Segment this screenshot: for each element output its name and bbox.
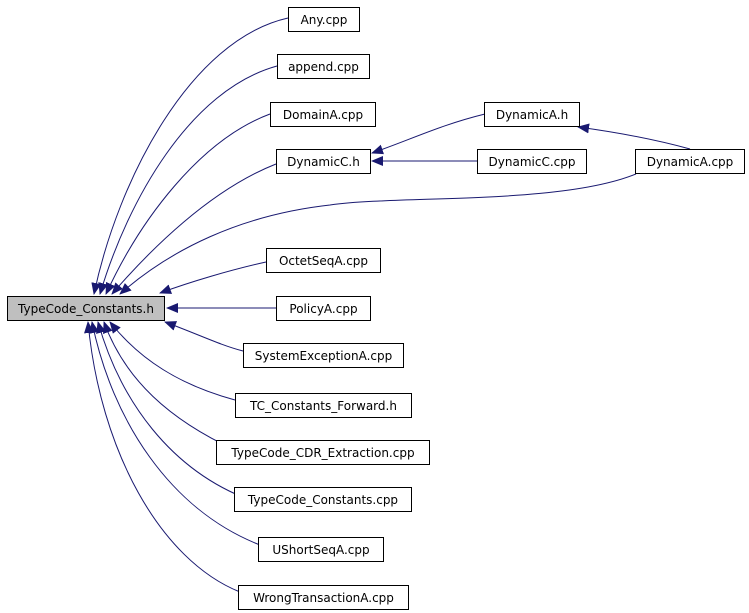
node-ushortseqa-cpp[interactable]: UShortSeqA.cpp <box>258 537 384 562</box>
node-dynamica-h[interactable]: DynamicA.h <box>484 102 580 127</box>
node-append-cpp[interactable]: append.cpp <box>277 54 370 79</box>
node-any-cpp[interactable]: Any.cpp <box>288 7 360 32</box>
edge-wrongtx-to-tcconst <box>84 321 241 593</box>
edge-append-to-tcconst <box>98 65 278 295</box>
node-policya-cpp[interactable]: PolicyA.cpp <box>276 296 371 321</box>
node-domaina-cpp[interactable]: DomainA.cpp <box>270 102 376 127</box>
edge-any-to-tcconst <box>91 17 289 295</box>
node-dynamicc-h[interactable]: DynamicC.h <box>276 149 371 174</box>
edge-dynamicah-to-dynamicch <box>371 113 486 155</box>
edge-octetseq-to-tcconst <box>159 261 267 294</box>
node-typecode-constants-cpp[interactable]: TypeCode_Constants.cpp <box>234 487 412 512</box>
edge-ushort-to-tcconst <box>89 321 261 546</box>
node-systemexceptiona-cpp[interactable]: SystemExceptionA.cpp <box>243 343 404 368</box>
edge-dynamicch-to-tcconst <box>111 163 277 295</box>
node-dynamicc-cpp[interactable]: DynamicC.cpp <box>477 149 587 174</box>
node-wrongtransactiona-cpp[interactable]: WrongTransactionA.cpp <box>238 585 409 610</box>
edge-dynamicac-to-dynamicah <box>577 123 691 150</box>
node-tc-constants-forward-h[interactable]: TC_Constants_Forward.h <box>235 393 412 418</box>
edge-domaina-to-tcconst <box>105 113 271 295</box>
edge-tccdr-to-tcconst <box>103 321 236 451</box>
edge-tcfwd-to-tcconst <box>109 321 236 401</box>
node-octetseqa-cpp[interactable]: OctetSeqA.cpp <box>266 248 381 273</box>
edge-tccpp-to-tcconst <box>96 321 251 501</box>
node-typecode-cdr-extraction-cpp[interactable]: TypeCode_CDR_Extraction.cpp <box>216 440 430 465</box>
edge-sysexc-to-tcconst <box>164 321 244 352</box>
node-typecode-constants-h[interactable]: TypeCode_Constants.h <box>7 296 165 321</box>
node-dynamica-cpp[interactable]: DynamicA.cpp <box>635 149 745 174</box>
edge-dynamicac-to-tcconst <box>119 173 637 295</box>
